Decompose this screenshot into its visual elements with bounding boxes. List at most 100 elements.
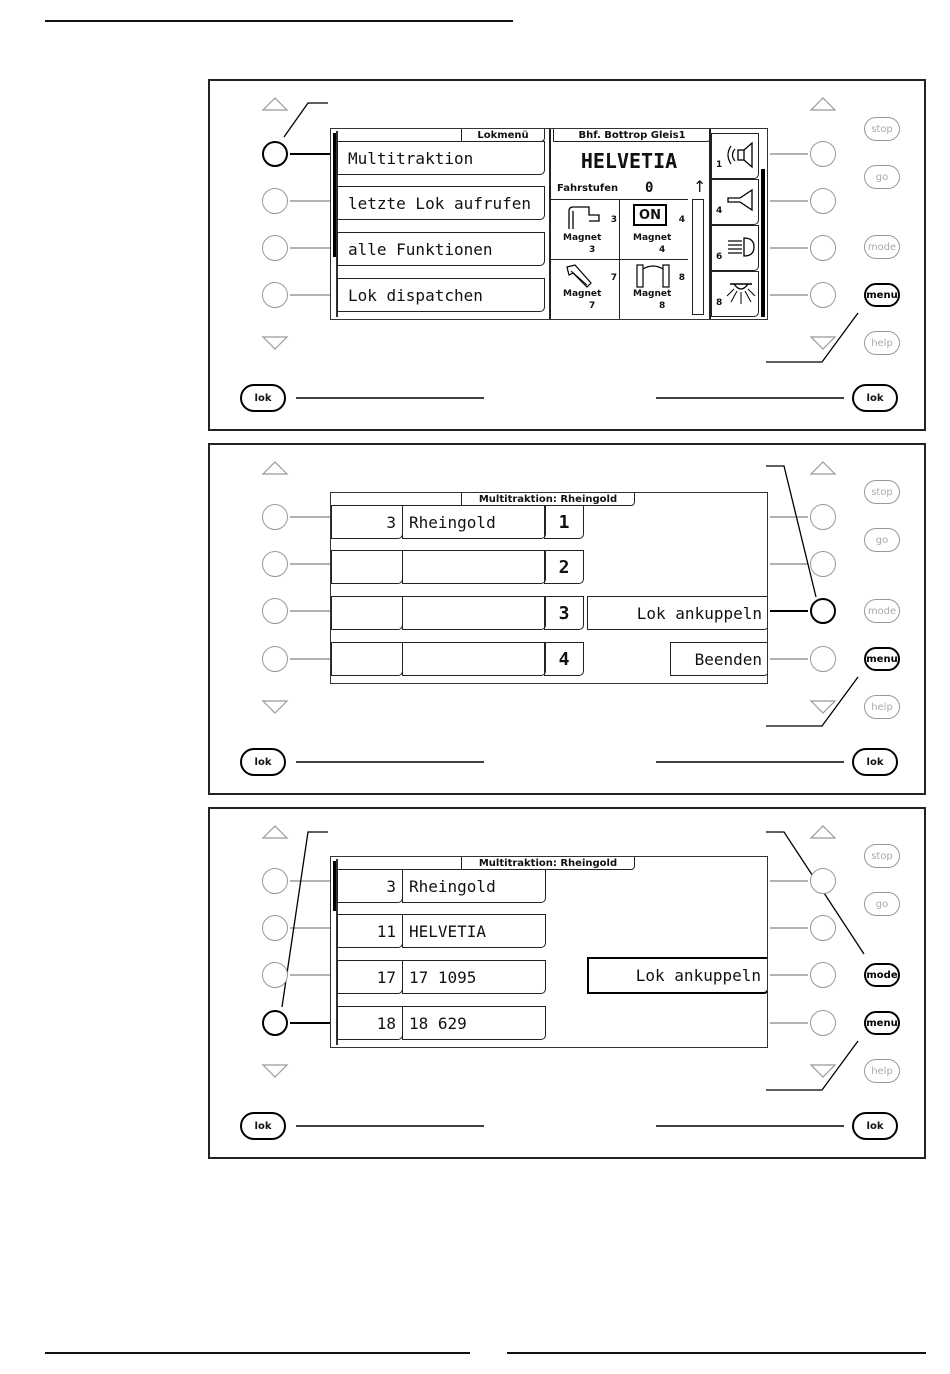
left-softkey-4[interactable] [262,1010,288,1036]
function-tile-6[interactable]: 6 [711,225,759,271]
magnet-label: Magnet [633,289,672,299]
mode-button[interactable]: mode [864,599,900,623]
left-softkey-3[interactable] [262,962,288,988]
function-number: 6 [716,252,723,262]
slot-4[interactable]: 4 [544,642,584,676]
lok-button-left[interactable]: lok [240,1112,286,1140]
loco-name: HELVETIA [580,149,678,173]
address-field-4[interactable]: 18 [337,1006,403,1040]
name-field-1[interactable]: Rheingold [402,505,546,539]
function-tile-8[interactable]: 8 [711,271,759,317]
lok-button-right[interactable]: lok [852,748,898,776]
magnet-tile-4[interactable]: ON 4 Magnet 4 [621,201,687,259]
right-softkey-3[interactable] [810,235,836,261]
magnet-label: Magnet [563,233,602,243]
lcd-screen-2: Multitraktion: Rheingold 3 Rheingold 1 2… [330,492,768,684]
device-panel-2: stop go mode menu help lok lok Multitrak… [208,443,926,795]
lok-ankuppeln-button[interactable]: Lok ankuppeln [587,596,767,630]
function-number: 8 [716,298,723,308]
beenden-button[interactable]: Beenden [670,642,767,676]
name-field-4[interactable] [402,642,546,676]
right-softkey-2[interactable] [810,915,836,941]
right-softkey-1[interactable] [810,504,836,530]
menu-item-lok-dispatchen[interactable]: Lok dispatchen [337,278,545,312]
help-button[interactable]: help [864,695,900,719]
left-softkey-1[interactable] [262,504,288,530]
slot-2[interactable]: 2 [544,550,584,584]
right-softkey-4[interactable] [810,282,836,308]
left-softkey-3[interactable] [262,235,288,261]
right-softkey-2[interactable] [810,188,836,214]
magnet-number: 8 [659,301,666,311]
lok-button-left[interactable]: lok [240,384,286,412]
name-field-2[interactable]: HELVETIA [402,914,546,948]
left-softkey-4[interactable] [262,282,288,308]
go-button[interactable]: go [864,165,900,189]
left-softkey-1[interactable] [262,868,288,894]
lok-button-right[interactable]: lok [852,1112,898,1140]
right-softkey-4[interactable] [810,646,836,672]
list-scrollbar[interactable] [333,861,337,911]
horn-icon [727,188,753,212]
menu-title: Lokmenü [461,129,545,142]
right-softkey-2[interactable] [810,551,836,577]
function-number: 1 [716,160,723,170]
left-softkey-2[interactable] [262,188,288,214]
go-button[interactable]: go [864,892,900,916]
right-softkey-4[interactable] [810,1010,836,1036]
menu-button[interactable]: menu [864,1011,900,1035]
left-softkey-2[interactable] [262,915,288,941]
stop-button[interactable]: stop [864,117,900,141]
panel-1-leader-lines [261,97,859,399]
mode-button[interactable]: mode [864,235,900,259]
name-field-3[interactable]: 17 1095 [402,960,546,994]
lcd-screen-1: Lokmenü Multitraktion letzte Lok aufrufe… [330,128,768,320]
magnet-tile-3[interactable]: 3 Magnet 3 [551,201,619,259]
name-field-4[interactable]: 18 629 [402,1006,546,1040]
stop-button[interactable]: stop [864,844,900,868]
address-field-3[interactable]: 17 [337,960,403,994]
stop-button[interactable]: stop [864,480,900,504]
mode-button[interactable]: mode [864,963,900,987]
header-rule [45,20,513,22]
menu-button[interactable]: menu [864,647,900,671]
right-softkey-1[interactable] [810,868,836,894]
function-tile-1[interactable]: 1 [711,133,759,179]
slot-3[interactable]: 3 [544,596,584,630]
right-softkey-3[interactable] [810,598,836,624]
right-softkey-3[interactable] [810,962,836,988]
left-softkey-4[interactable] [262,646,288,672]
address-field-1[interactable]: 3 [331,505,403,539]
name-field-2[interactable] [402,550,546,584]
menu-item-multitraktion[interactable]: Multitraktion [337,141,545,175]
name-field-1[interactable]: Rheingold [402,869,546,903]
menu-item-alle-funktionen[interactable]: alle Funktionen [337,232,545,266]
magnet-corner-number: 4 [678,215,685,225]
menu-scrollbar[interactable] [333,133,337,257]
address-field-4[interactable] [331,642,403,676]
menu-button[interactable]: menu [864,283,900,307]
address-field-2[interactable]: 11 [337,914,403,948]
magnet-tile-7[interactable]: 7 Magnet 7 [551,261,619,319]
menu-item-letzte-lok[interactable]: letzte Lok aufrufen [337,186,545,220]
lok-button-left[interactable]: lok [240,748,286,776]
lok-button-right[interactable]: lok [852,384,898,412]
right-softkey-1[interactable] [810,141,836,167]
left-softkey-3[interactable] [262,598,288,624]
slot-1[interactable]: 1 [544,505,584,539]
name-field-3[interactable] [402,596,546,630]
help-button[interactable]: help [864,1059,900,1083]
function-tile-4[interactable]: 4 [711,179,759,225]
lok-ankuppeln-button[interactable]: Lok ankuppeln [587,957,767,994]
station-label: Bhf. Bottrop Gleis1 [553,129,711,142]
speed-bar [692,199,704,315]
help-button[interactable]: help [864,331,900,355]
go-button[interactable]: go [864,528,900,552]
magnet-tile-8[interactable]: 8 Magnet 8 [621,261,687,319]
left-softkey-1[interactable] [262,141,288,167]
left-softkey-2[interactable] [262,551,288,577]
function-scrollbar[interactable] [761,169,765,317]
address-field-2[interactable] [331,550,403,584]
address-field-3[interactable] [331,596,403,630]
address-field-1[interactable]: 3 [337,869,403,903]
